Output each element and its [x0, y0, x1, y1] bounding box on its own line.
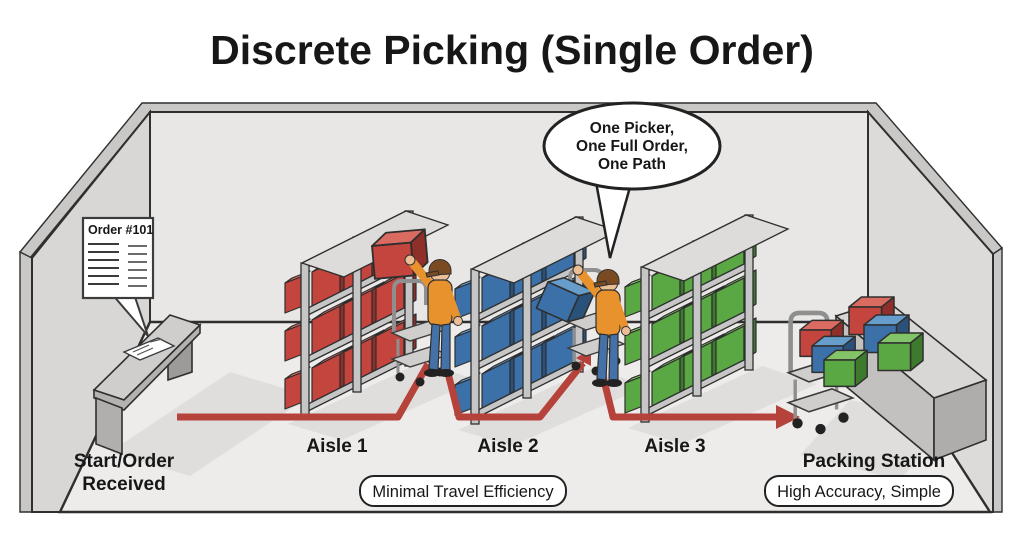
order-paper: [122, 337, 176, 361]
left-wall-outer-edge: [19, 250, 33, 513]
aisle-1-label: Aisle 1: [306, 436, 368, 457]
diagram-title: Discrete Picking (Single Order): [210, 27, 814, 73]
efficiency-badge: Minimal Travel Efficiency: [359, 475, 567, 507]
paper-text-lines: [132, 338, 163, 356]
start-label-line-2: Received: [82, 474, 165, 495]
order-number-label: Order #101: [88, 223, 153, 237]
efficiency-badge-pill: [359, 475, 567, 507]
bench-green-box: [877, 332, 924, 372]
accuracy-badge: High Accuracy, Simple: [764, 475, 954, 507]
bubble-line-2: One Full Order,: [576, 138, 688, 155]
arrowhead-packing: [776, 405, 800, 429]
accuracy-badge-pill: [764, 475, 954, 507]
start-desk: [92, 314, 310, 476]
bubble-line-3: One Path: [598, 156, 666, 173]
packing-station-label: Packing Station: [803, 451, 946, 472]
right-wall-outer-edge: [992, 246, 1003, 513]
speech-bubble: One Picker, One Full Order, One Path: [542, 101, 722, 259]
speech-bubble-body: [542, 101, 722, 191]
aisle-3-label: Aisle 3: [644, 436, 705, 457]
accuracy-badge-text: High Accuracy, Simple: [777, 483, 941, 501]
desk-left-leg: [95, 396, 123, 456]
efficiency-badge-text: Minimal Travel Efficiency: [372, 483, 554, 501]
bubble-line-1: One Picker,: [590, 120, 674, 137]
start-label-line-1: Start/Order: [74, 451, 175, 472]
order-callout: Order #101: [81, 216, 155, 337]
aisle-2-label: Aisle 2: [477, 436, 538, 457]
order-document-lines: [88, 243, 147, 287]
cart-green-box: [823, 349, 868, 388]
